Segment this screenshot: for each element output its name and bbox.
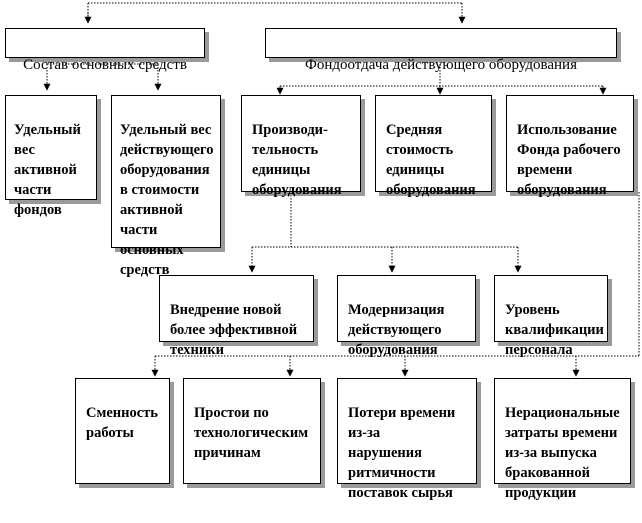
composition-of-fixed-assets-label: Состав основных средств xyxy=(23,57,187,73)
unit-productivity-label: Производи- тельность единицы оборудовани… xyxy=(252,122,342,198)
avg-unit-cost-label: Средняя стоимость единицы оборудования xyxy=(386,122,476,198)
avg-unit-cost-box: Средняя стоимость единицы оборудования xyxy=(375,95,492,198)
active-part-share-label: Удельный вес активной части фондов xyxy=(14,122,81,218)
modernization-box: Модернизация действующего оборудования xyxy=(337,275,476,358)
working-time-fund-label: Использование Фонда рабочего времени обо… xyxy=(517,122,621,198)
supply-rhythm-losses-label: Потери времени из-за нарушения ритмичнос… xyxy=(348,405,456,501)
technological-downtime-box: Простои по технологическим причинам xyxy=(183,378,321,484)
operating-equipment-share-label: Удельный вес действующего оборудования в… xyxy=(120,122,214,278)
technological-downtime-label: Простои по технологическим причинам xyxy=(194,405,309,461)
new-technology-label: Внедрение новой более эффективной техник… xyxy=(170,302,298,358)
working-time-fund-box: Использование Фонда рабочего времени обо… xyxy=(506,95,634,198)
equipment-capital-productivity-label: Фондоотдача действующего оборудования xyxy=(305,57,577,73)
modernization-label: Модернизация действующего оборудования xyxy=(348,302,445,358)
connector-lines xyxy=(43,2,640,377)
shift-ratio-label: Сменность работы xyxy=(86,405,158,441)
shift-ratio-box: Сменность работы xyxy=(75,378,170,484)
supply-rhythm-losses-box: Потери времени из-за нарушения ритмичнос… xyxy=(337,378,477,501)
unit-productivity-box: Производи- тельность единицы оборудовани… xyxy=(241,95,361,198)
equipment-capital-productivity-box: Фондоотдача действующего оборудования xyxy=(265,28,617,73)
defective-output-losses-box: Нерациональные затраты времени из-за вып… xyxy=(494,378,631,501)
factor-tree-diagram: Состав основных средств Фондоотдача дейс… xyxy=(5,2,640,501)
staff-qualification-box: Уровень квалификации персонала xyxy=(494,275,608,358)
defective-output-losses-label: Нерациональные затраты времени из-за вып… xyxy=(505,405,620,501)
new-technology-box: Внедрение новой более эффективной техник… xyxy=(159,275,314,358)
composition-of-fixed-assets-box: Состав основных средств xyxy=(5,28,205,73)
active-part-share-box: Удельный вес активной части фондов xyxy=(5,95,97,218)
staff-qualification-label: Уровень квалификации персонала xyxy=(505,302,604,358)
operating-equipment-share-box: Удельный вес действующего оборудования в… xyxy=(111,95,221,278)
